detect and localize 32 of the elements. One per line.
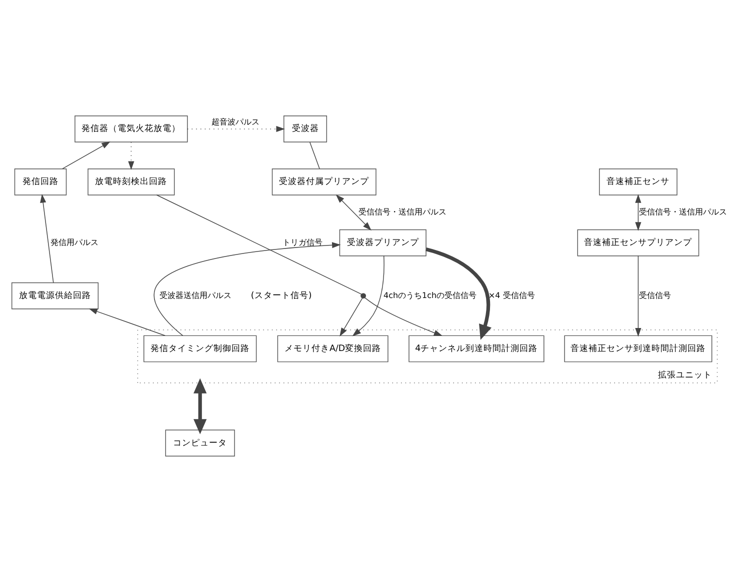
node-box: 放電電源供給回路 [11, 282, 99, 309]
connector [156, 194, 362, 294]
arrow [154, 242, 341, 336]
node-box: 音速補正センサ [599, 168, 678, 195]
label: (スタート信号) [250, 290, 312, 301]
arrow [364, 296, 443, 336]
node-box: コンピュータ [165, 429, 235, 456]
node-box: 音速補正センサ到達時間計測回路 [564, 334, 712, 362]
node-box: 発信タイミング制御回路 [144, 334, 257, 362]
node-box: 音速補正センサプリアンプ [577, 228, 700, 256]
arrow [187, 125, 285, 132]
node-box: 受波器 [284, 115, 328, 142]
node-circle [360, 292, 366, 298]
arrow [194, 378, 207, 434]
arrow [336, 194, 372, 230]
node-box: メモリ付きA/D変換回路 [277, 334, 388, 362]
node-box: 受波器プリアンプ [339, 228, 426, 256]
node-box: 放電時刻検出回路 [88, 168, 175, 195]
node-box: 発信器（電気火花放電） [74, 115, 188, 142]
connector [309, 141, 320, 169]
node-box: 4チャンネル到達時間計測回路 [408, 334, 544, 362]
arrow [40, 194, 54, 282]
node-box: 受波器付属プリアンプ [272, 168, 376, 195]
arrow [128, 141, 134, 170]
arrow [635, 255, 642, 336]
arrow [340, 297, 363, 336]
arrow [426, 247, 492, 340]
arrow [88, 308, 166, 336]
arrow [635, 194, 642, 230]
node-box: 発信回路 [14, 168, 67, 195]
arrow [352, 255, 384, 336]
arrow [62, 140, 110, 169]
